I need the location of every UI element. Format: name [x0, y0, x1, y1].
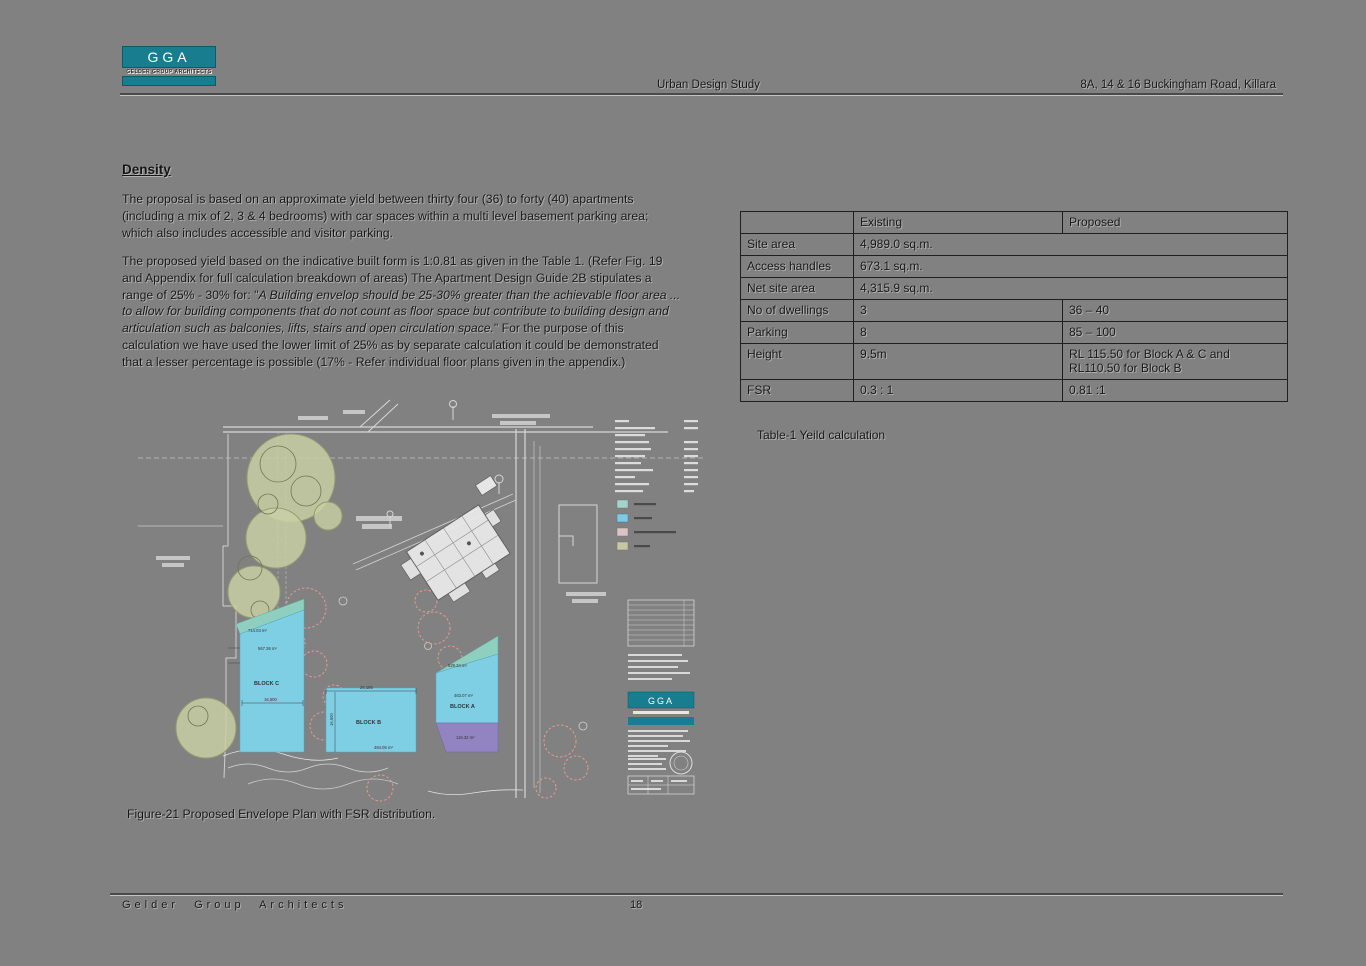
block-c-area-top: 714.03 m² — [248, 628, 267, 633]
paragraph-tail: " For the purpose of this calculation we… — [122, 321, 659, 369]
block-b-envelope — [325, 687, 417, 753]
row-existing: 9.5m — [853, 343, 1063, 380]
table-row: FSR 0.3 : 1 0.81 :1 — [740, 379, 1288, 402]
row-proposed: RL 115.50 for Block A & C and RL110.50 f… — [1062, 343, 1288, 380]
block-b-label: BLOCK B — [356, 720, 381, 726]
tree-canopy — [227, 565, 281, 619]
site-plan-figure: 714.03 m² 567.36 m² BLOCK C 16,500 BLOCK… — [138, 399, 703, 802]
stamp-seal-icon — [669, 751, 693, 775]
row-existing: 3 — [853, 299, 1063, 322]
tree-canopy — [313, 501, 343, 531]
yield-header-blank — [740, 211, 854, 234]
paragraph-yield: The proposal is based on an approximate … — [122, 192, 649, 240]
gga-logo-subtext: GELDER GROUP ARCHITECTS — [126, 69, 212, 75]
header-rule — [120, 93, 1283, 95]
table-caption: Table-1 Yeild calculation — [757, 428, 886, 442]
tree-canopy — [175, 697, 237, 759]
row-value: 4,315.9 sq.m. — [853, 277, 1288, 300]
gga-mini-logo-text: GGA — [648, 696, 674, 706]
table-row: Net site area 4,315.9 sq.m. — [740, 277, 1288, 300]
block-b-dim-height: 16,500 — [329, 713, 334, 726]
row-label: No of dwellings — [740, 299, 854, 322]
block-c-area: 567.36 m² — [258, 646, 277, 651]
gga-logo-banner: GGA — [122, 46, 216, 68]
header-doc-title: Urban Design Study — [657, 79, 760, 91]
tree-canopy — [245, 507, 307, 569]
block-a: 529.34 m² 463.07 m² BLOCK A 116.32 m² — [435, 635, 499, 753]
section-heading: Density — [122, 162, 171, 177]
block-c-dim: 16,500 — [264, 697, 277, 702]
legend-swatch-aqua — [616, 499, 629, 509]
block-c: 714.03 m² 567.36 m² BLOCK C 16,500 — [228, 598, 305, 753]
table-row: Access handles 673.1 sq.m. — [740, 255, 1288, 278]
header-address: 8A, 14 & 16 Buckingham Road, Killara — [1080, 79, 1276, 91]
row-label: FSR — [740, 379, 854, 402]
tree-outline-group — [274, 587, 589, 802]
row-proposed: 0.81 :1 — [1062, 379, 1288, 402]
figure-caption: Figure-21 Proposed Envelope Plan with FS… — [127, 807, 436, 821]
table-row: Height 9.5m RL 115.50 for Block A & C an… — [740, 343, 1288, 380]
block-a-lower-area: 116.32 m² — [456, 735, 475, 740]
block-c-label: BLOCK C — [254, 681, 279, 687]
gga-mini-logo: GGA — [627, 691, 695, 725]
block-c-envelope — [239, 609, 305, 753]
block-a-lower — [435, 722, 499, 753]
plan-title-block: GGA — [627, 599, 695, 795]
row-label: Parking — [740, 321, 854, 344]
gga-logo-text: GGA — [147, 49, 191, 65]
tree-canopy-group — [175, 433, 343, 759]
paragraph-quote: A Building envelop should be 25-30% grea… — [122, 287, 681, 336]
row-label: Access handles — [740, 255, 854, 278]
footer-company: Gelder Group Architects — [122, 899, 348, 911]
yield-header-proposed: Proposed — [1062, 211, 1288, 234]
row-proposed: 36 – 40 — [1062, 299, 1288, 322]
block-a-label: BLOCK A — [450, 704, 475, 710]
building-footprint — [400, 475, 511, 603]
legend-swatch-pink — [616, 527, 629, 537]
row-label: Net site area — [740, 277, 854, 300]
block-a-envelope — [435, 653, 499, 724]
yield-header-row: Existing Proposed — [740, 211, 1288, 234]
row-label: Height — [740, 343, 854, 380]
footer-rule — [110, 893, 1283, 895]
row-value: 4,989.0 sq.m. — [853, 233, 1288, 256]
block-a-area: 463.07 m² — [454, 693, 473, 698]
table-row: No of dwellings 3 36 – 40 — [740, 299, 1288, 322]
block-a-area-top: 529.34 m² — [448, 663, 467, 668]
paragraph-calculation: The proposed yield based on the indicati… — [122, 253, 682, 371]
row-existing: 0.3 : 1 — [853, 379, 1063, 402]
plan-legend — [615, 420, 698, 551]
gga-logo-bar — [122, 76, 216, 86]
block-b-area: 484.05 m² — [374, 745, 393, 750]
block-b-dim-width: 25,185 — [360, 685, 373, 690]
row-existing: 8 — [853, 321, 1063, 344]
row-value: 673.1 sq.m. — [853, 255, 1288, 278]
legend-swatch-olive — [616, 541, 629, 551]
plan-micro-labels — [156, 410, 606, 603]
yield-table: Existing Proposed Site area 4,989.0 sq.m… — [740, 211, 1288, 402]
table-row: Site area 4,989.0 sq.m. — [740, 233, 1288, 256]
legend-swatch-blue — [616, 513, 629, 523]
paragraph-lead: The proposed yield based on the indicati… — [122, 254, 663, 302]
gga-logo: GGA GELDER GROUP ARCHITECTS — [122, 46, 216, 86]
block-b: BLOCK B 484.05 m² 25,185 16,500 — [325, 685, 417, 753]
table-row: Parking 8 85 – 100 — [740, 321, 1288, 344]
north-pin-icon — [386, 400, 504, 527]
yield-header-existing: Existing — [853, 211, 1063, 234]
row-proposed: 85 – 100 — [1062, 321, 1288, 344]
row-label: Site area — [740, 233, 854, 256]
footer-page-number: 18 — [630, 899, 643, 911]
